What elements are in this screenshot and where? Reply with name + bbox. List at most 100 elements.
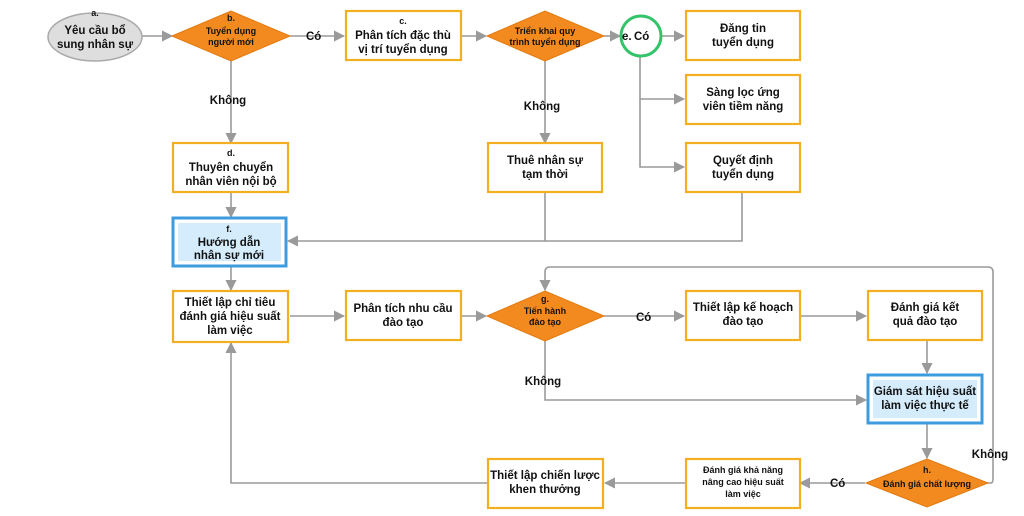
node-training-plan[interactable]: Thiết lập kế hoạch đào tạo bbox=[684, 289, 802, 342]
node-a-shape bbox=[47, 12, 143, 62]
node-monitor-inner bbox=[873, 380, 977, 418]
edge-reward-kpi bbox=[225, 341, 487, 484]
node-improve-line2: nâng cao hiệu suất bbox=[702, 477, 784, 487]
node-post-line2: tuyển dụng bbox=[712, 37, 774, 49]
node-f-inner bbox=[178, 223, 281, 261]
node-evaluate-training[interactable]: Đánh giá kết quả đào tạo bbox=[866, 289, 984, 342]
edge-label-h-yes: Có bbox=[830, 478, 845, 490]
node-d-letter: d. bbox=[227, 148, 235, 158]
node-kpi-shape bbox=[171, 289, 290, 344]
node-set-kpi[interactable]: Thiết lập chỉ tiêu đánh giá hiệu suất là… bbox=[171, 289, 290, 344]
node-deploy-shape bbox=[485, 10, 606, 62]
edge-labels: Có Không Không Có Không Có Không bbox=[210, 31, 1008, 490]
edge-label-b-yes: Có bbox=[306, 31, 321, 43]
node-post-job[interactable]: Đăng tin tuyển dụng bbox=[684, 9, 802, 62]
node-post-line1: Đăng tin bbox=[720, 23, 766, 35]
node-temp-line2: tạm thời bbox=[522, 169, 568, 181]
node-a-request-staff[interactable]: a. Yêu cầu bổ sung nhân sự bbox=[47, 8, 143, 62]
node-f-line2: nhân sự mới bbox=[194, 250, 264, 262]
node-plan-shape bbox=[684, 289, 802, 342]
node-b-letter: b. bbox=[227, 13, 235, 23]
node-temp-staff[interactable]: Thuê nhân sự tạm thời bbox=[486, 141, 604, 194]
node-c-letter: c. bbox=[399, 16, 407, 26]
node-monitor-line1: Giám sát hiệu suất bbox=[874, 386, 976, 398]
node-d-line2: nhân viên nội bộ bbox=[185, 176, 276, 188]
node-kpi-line2: đánh giá hiệu suất bbox=[180, 311, 281, 323]
node-e-shape bbox=[619, 14, 663, 58]
node-g-line1: Tiến hành bbox=[524, 306, 566, 316]
node-reward-strategy[interactable]: Thiết lập chiến lược khen thưởng bbox=[486, 457, 605, 510]
node-h-quality-decision[interactable]: h. Đánh giá chất lượng bbox=[864, 458, 990, 508]
node-evaltrain-line2: quả đào tạo bbox=[893, 316, 958, 328]
node-screen-candidates[interactable]: Sàng lọc ứng viên tiềm năng bbox=[684, 73, 802, 126]
node-decide-line2: tuyển dụng bbox=[712, 169, 774, 181]
edge-label-g-no: Không bbox=[525, 376, 561, 388]
node-d-shape bbox=[171, 141, 290, 194]
node-monitor-line2: làm việc thực tế bbox=[881, 400, 969, 412]
node-decide-shape bbox=[684, 141, 802, 194]
node-screen-line1: Sàng lọc ứng bbox=[706, 87, 780, 99]
node-post-shape bbox=[684, 9, 802, 62]
node-needs-shape bbox=[344, 289, 463, 342]
node-g-conduct-training-decision[interactable]: g. Tiến hành đào tạo bbox=[485, 290, 606, 342]
edge-e-screen bbox=[639, 56, 686, 105]
edge-label-g-yes: Có bbox=[636, 312, 651, 324]
node-f-line1: Hướng dẫn bbox=[198, 236, 261, 249]
node-h-shape bbox=[864, 458, 990, 508]
node-decide-line1: Quyết định bbox=[713, 155, 773, 167]
node-f-letter: f. bbox=[226, 224, 232, 234]
node-temp-shape bbox=[486, 141, 604, 194]
node-deploy-process-decision[interactable]: Triển khai quy trình tuyển dụng bbox=[485, 10, 606, 62]
node-f-onboarding[interactable]: f. Hướng dẫn nhân sự mới bbox=[171, 216, 288, 268]
node-kpi-line1: Thiết lập chỉ tiêu bbox=[185, 297, 276, 309]
node-reward-line1: Thiết lập chiến lược bbox=[490, 470, 600, 482]
edges bbox=[141, 30, 994, 489]
edge-h-g-loop bbox=[539, 266, 994, 484]
node-hiring-decision[interactable]: Quyết định tuyển dụng bbox=[684, 141, 802, 194]
edge-temp-f bbox=[286, 192, 546, 247]
node-g-line2: đào tạo bbox=[529, 317, 562, 327]
node-e-label: Có bbox=[634, 31, 649, 43]
node-a-letter: a. bbox=[91, 8, 99, 18]
node-screen-shape bbox=[684, 73, 802, 126]
node-b-line2: người mới bbox=[208, 37, 254, 47]
node-training-needs[interactable]: Phân tích nhu cầu đào tạo bbox=[344, 289, 463, 342]
node-monitor-performance[interactable]: Giám sát hiệu suất làm việc thực tế bbox=[866, 373, 984, 425]
node-improve-line3: làm việc bbox=[725, 489, 761, 499]
node-e-letter: e. bbox=[622, 31, 632, 43]
node-c-position-analysis[interactable]: c. Phân tích đặc thù vị trí tuyển dụng bbox=[344, 9, 463, 62]
node-c-shape bbox=[344, 9, 463, 62]
node-plan-line2: đào tạo bbox=[723, 316, 764, 328]
node-e-yes-merge[interactable]: e. Có bbox=[619, 14, 663, 58]
node-reward-shape bbox=[486, 457, 605, 510]
node-c-line1: Phân tích đặc thù bbox=[355, 30, 451, 42]
node-evaltrain-line1: Đánh giá kết bbox=[891, 302, 960, 314]
node-g-shape bbox=[485, 290, 606, 342]
node-c-line2: vị trí tuyển dụng bbox=[358, 44, 447, 56]
node-b-shape bbox=[170, 10, 292, 62]
node-assess-improvement[interactable]: Đánh giá khả năng nâng cao hiệu suất làm… bbox=[684, 457, 802, 510]
node-d-line1: Thuyên chuyển bbox=[189, 162, 273, 174]
edge-decide-f bbox=[545, 192, 743, 242]
node-needs-line2: đào tạo bbox=[383, 317, 424, 329]
edge-label-deploy-no: Không bbox=[524, 101, 560, 113]
node-h-letter: h. bbox=[923, 465, 931, 475]
edge-label-b-no: Không bbox=[210, 95, 246, 107]
node-screen-line2: viên tiềm năng bbox=[703, 101, 784, 113]
node-g-letter: g. bbox=[541, 294, 549, 304]
node-reward-line2: khen thưởng bbox=[509, 484, 580, 496]
node-deploy-line2: trình tuyển dụng bbox=[510, 37, 581, 47]
edge-label-h-no: Không bbox=[972, 449, 1008, 461]
node-temp-line1: Thuê nhân sự bbox=[507, 155, 584, 167]
node-a-line1: Yêu cầu bổ bbox=[64, 25, 125, 37]
node-kpi-line3: làm việc bbox=[207, 325, 253, 337]
node-d-internal-transfer[interactable]: d. Thuyên chuyển nhân viên nội bộ bbox=[171, 141, 290, 194]
node-needs-line1: Phân tích nhu cầu bbox=[353, 303, 452, 315]
node-improve-shape bbox=[684, 457, 802, 510]
node-b-recruit-new-decision[interactable]: b. Tuyển dụng người mới bbox=[170, 10, 292, 62]
node-b-line1: Tuyển dụng bbox=[206, 26, 256, 36]
node-evaltrain-shape bbox=[866, 289, 984, 342]
node-a-line2: sung nhân sự bbox=[57, 39, 134, 51]
